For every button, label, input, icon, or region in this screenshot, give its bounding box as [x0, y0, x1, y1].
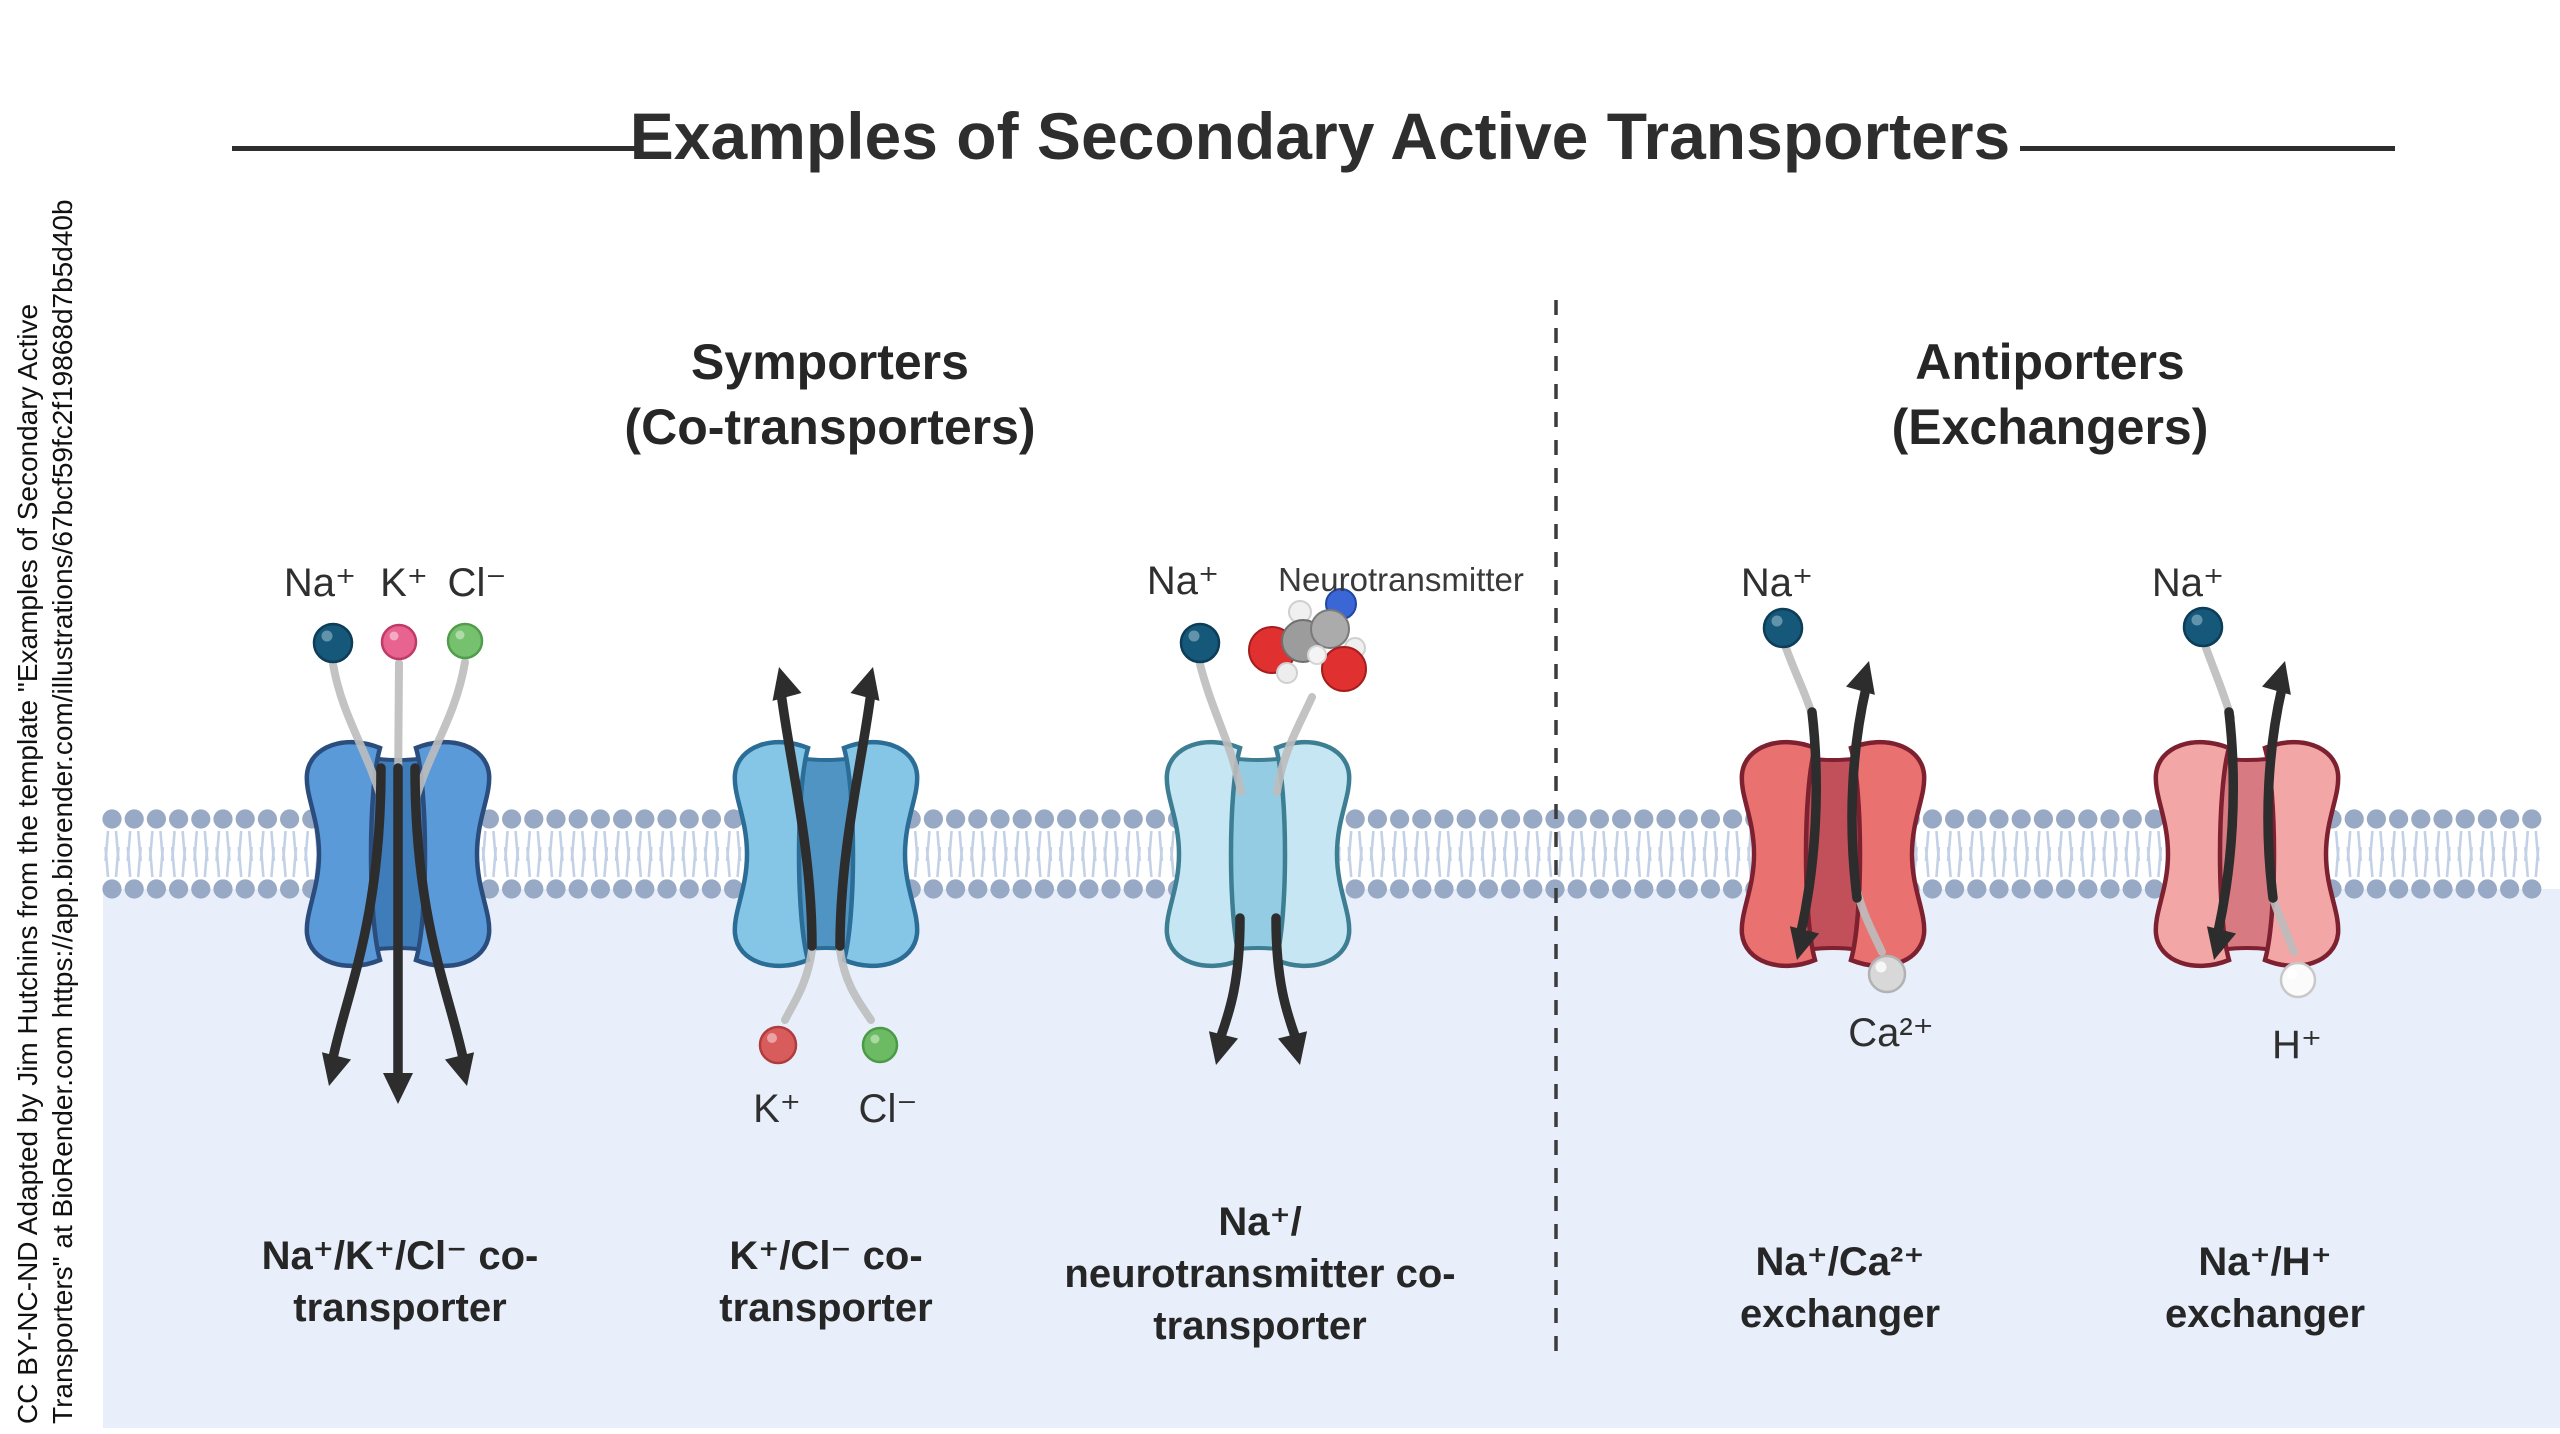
na-ion-label: Na⁺	[283, 561, 357, 605]
h-ion-label: H⁺	[2272, 1023, 2322, 1067]
down-arrow	[410, 763, 468, 1063]
cl-ion-label: Cl⁻	[447, 561, 507, 605]
transport-direction-arrows	[321, 661, 2291, 1104]
down-arrow	[2213, 707, 2239, 937]
ca-ion-label: Ca²⁺	[1848, 1011, 1934, 1055]
arrowhead	[1277, 1031, 1308, 1065]
arrowhead	[772, 667, 802, 701]
na-ion-sphere	[1179, 622, 1221, 664]
transporter-label-na-ca: Na⁺/Ca²⁺ exchanger	[1739, 1240, 1941, 1336]
attribution-text: CC BY-NC-ND Adapted by Jim Hutchins from…	[10, 24, 80, 1424]
title-rule-right	[2020, 146, 2395, 151]
down-arrow	[1796, 707, 1822, 937]
transporter-k-cl-cotransporter	[735, 742, 917, 966]
k-ion-sphere	[380, 623, 418, 661]
na-ion-sphere	[312, 622, 354, 664]
k-ion-label: K⁺	[753, 1087, 801, 1131]
down-arrow	[1271, 913, 1302, 1047]
up-arrow	[1847, 683, 1871, 903]
cytoplasm-region	[103, 889, 2560, 1428]
neurotransmitter-label: Neurotransmitter	[1278, 561, 1524, 598]
arrowhead	[321, 1052, 352, 1086]
antiporters-heading: Antiporters (Exchangers)	[1891, 334, 2209, 455]
transporter-na-neurotransmitter-cotransporter	[1167, 742, 1349, 966]
up-arrow	[776, 687, 817, 951]
arrowhead	[2262, 661, 2291, 695]
transporter-na-h-exchanger	[2156, 742, 2338, 966]
k-ion-sphere	[758, 1025, 798, 1065]
down-arrow	[328, 763, 386, 1063]
symporters-heading: Symporters (Co-transporters)	[624, 334, 1036, 455]
page-title: Examples of Secondary Active Transporter…	[629, 99, 2011, 173]
transporter-na-ca-exchanger	[1742, 742, 1924, 966]
title-rule-left	[232, 146, 642, 151]
na-ion-label: Na⁺	[2151, 561, 2225, 605]
cl-ion-sphere	[861, 1026, 899, 1064]
h-ion-sphere	[2279, 961, 2317, 999]
up-arrow	[2263, 683, 2287, 903]
cl-ion-sphere	[446, 622, 484, 660]
na-ion-sphere	[2182, 606, 2224, 648]
transporter-label-k-cl: K⁺/Cl⁻ co- transporter	[719, 1234, 933, 1330]
attribution-line-2: Transporters" at BioRender.com https://a…	[47, 199, 78, 1424]
arrowhead	[2206, 926, 2237, 960]
arrowhead	[444, 1052, 475, 1086]
neurotransmitter-molecule	[1248, 588, 1367, 692]
attribution-line-1: CC BY-NC-ND Adapted by Jim Hutchins from…	[12, 303, 43, 1424]
k-ion-label: K⁺	[380, 561, 428, 605]
arrowhead	[383, 1073, 413, 1104]
arrowhead	[850, 667, 880, 701]
transporter-label-na-h: Na⁺/H⁺ exchanger	[2164, 1240, 2366, 1336]
ca-ion-sphere	[1867, 954, 1907, 994]
cl-ion-label: Cl⁻	[858, 1087, 918, 1131]
up-arrow	[835, 687, 876, 951]
arrowhead	[1208, 1031, 1239, 1065]
na-ion-label: Na⁺	[1740, 561, 1814, 605]
arrowhead	[1789, 926, 1820, 960]
down-arrow	[1214, 913, 1245, 1047]
transporter-label-na-neurotransmitter: Na⁺/ neurotransmitter co- transporter	[1064, 1200, 1456, 1348]
na-ion-label: Na⁺	[1146, 559, 1220, 603]
arrowhead	[1846, 661, 1875, 695]
na-ion-sphere	[1762, 607, 1804, 649]
transporter-label-na-k-cl: Na⁺/K⁺/Cl⁻ co- transporter	[261, 1234, 539, 1330]
